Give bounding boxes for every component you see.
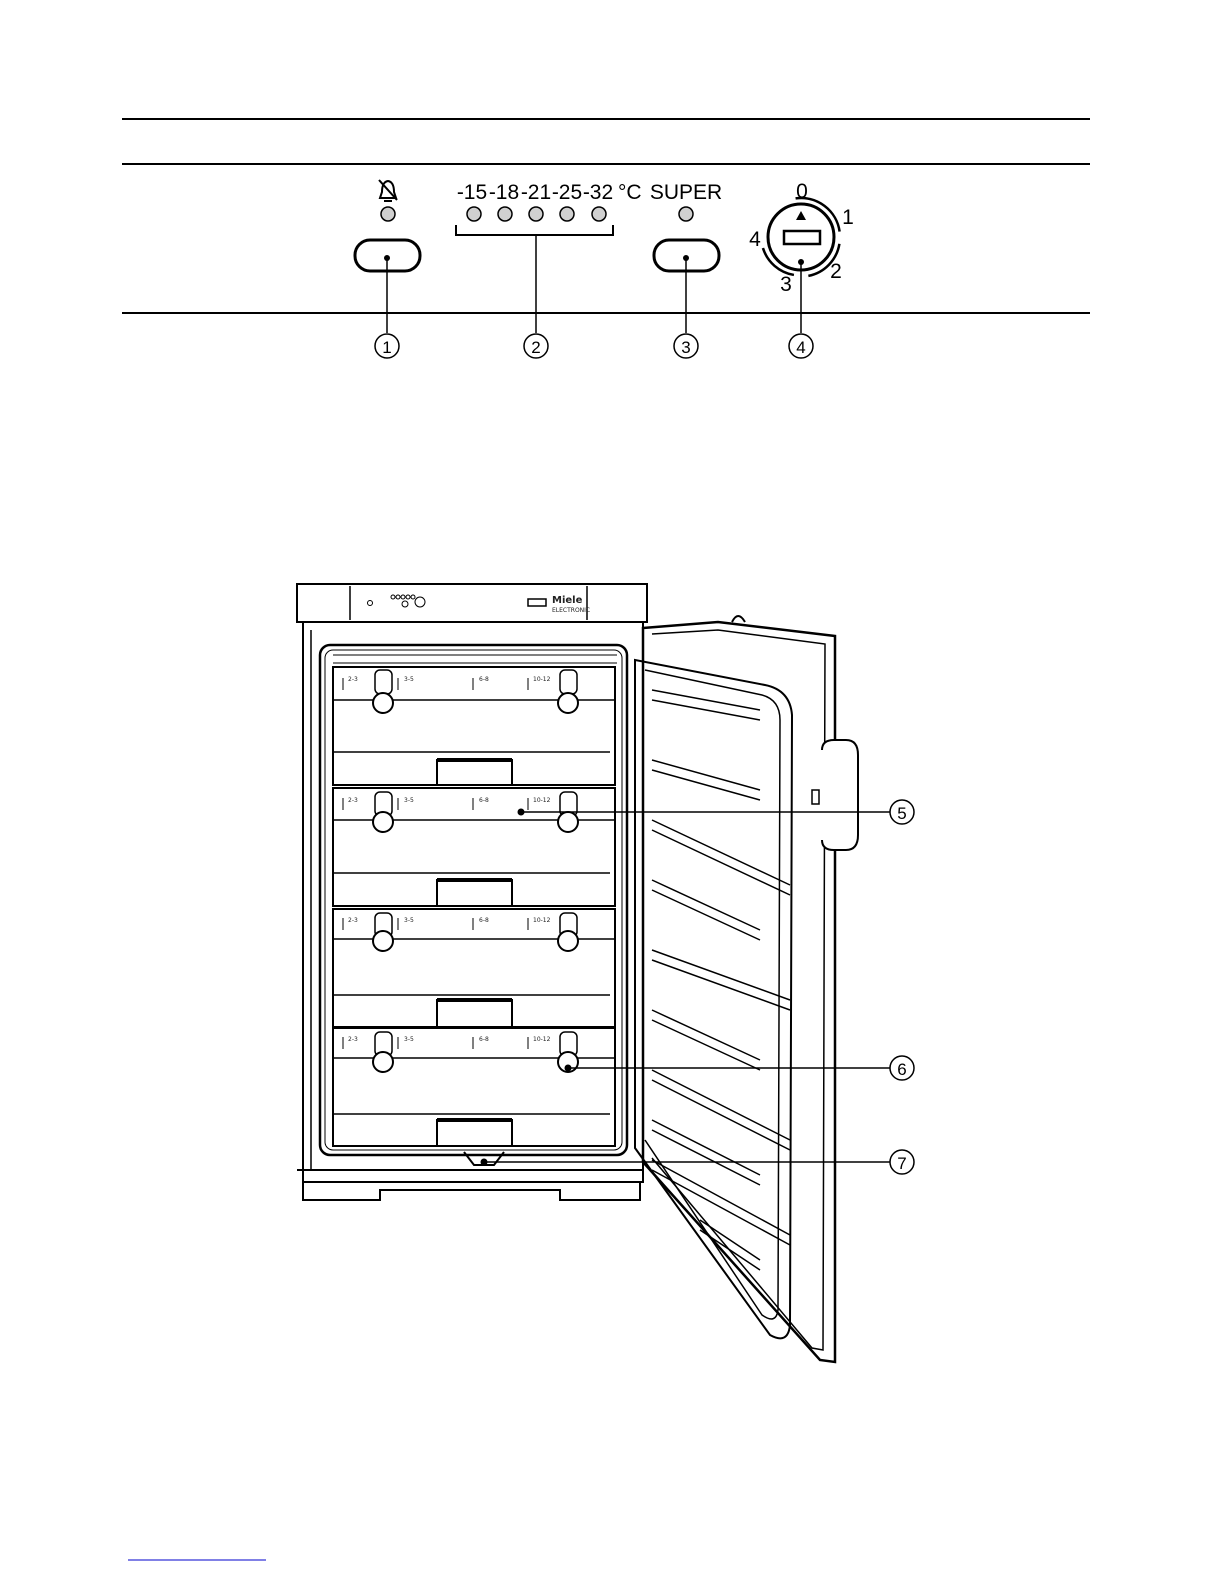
callout-2: 2 — [524, 334, 548, 358]
drawer-1[interactable]: 2-3 3-5 6-8 10-12 — [333, 667, 615, 785]
dial-position-3: 3 — [780, 273, 792, 296]
svg-text:2: 2 — [531, 338, 540, 357]
brand-logo: Miele — [552, 595, 583, 606]
svg-text:3: 3 — [681, 338, 690, 357]
freezer-door[interactable] — [635, 616, 858, 1362]
door-handle[interactable] — [822, 740, 858, 850]
alarm-indicator-led — [381, 207, 395, 221]
callout-7: 7 — [890, 1150, 914, 1174]
temp-label-2: -18 — [489, 181, 519, 204]
svg-text:6-8: 6-8 — [479, 917, 489, 924]
svg-text:7: 7 — [897, 1154, 906, 1173]
brand-sub: ELECTRONIC — [552, 607, 590, 614]
super-indicator-led — [679, 207, 693, 221]
temp-led-5 — [592, 207, 606, 221]
svg-text:2-3: 2-3 — [348, 917, 358, 924]
temp-led-bracket — [456, 225, 613, 235]
svg-text:2-3: 2-3 — [348, 797, 358, 804]
drawer-2[interactable]: 2-3 3-5 6-8 10-12 — [333, 788, 615, 906]
svg-text:10-12: 10-12 — [533, 676, 551, 683]
temp-label-5: -32 — [583, 181, 613, 204]
temp-label-3: -21 — [521, 181, 551, 204]
svg-text:10-12: 10-12 — [533, 917, 551, 924]
alarm-off-bell-icon — [379, 180, 397, 201]
svg-text:6: 6 — [897, 1060, 906, 1079]
svg-text:1: 1 — [382, 338, 391, 357]
cabinet-inner-frame — [320, 645, 627, 1155]
svg-text:2-3: 2-3 — [348, 676, 358, 683]
callout-3: 3 — [674, 334, 698, 358]
svg-text:5: 5 — [897, 804, 906, 823]
svg-text:2-3: 2-3 — [348, 1036, 358, 1043]
temp-label-1: -15 — [457, 181, 487, 204]
svg-text:10-12: 10-12 — [533, 797, 551, 804]
freezer-illustration: Miele ELECTRONIC 2-3 3-5 6-8 10-12 — [297, 584, 890, 1362]
callout-5: 5 — [890, 800, 914, 824]
dial-position-2: 2 — [830, 260, 842, 283]
callout-1: 1 — [375, 334, 399, 358]
drawer-3[interactable]: 2-3 3-5 6-8 10-12 — [333, 909, 615, 1027]
dial-position-1: 1 — [842, 206, 854, 229]
cabinet-outline — [303, 622, 643, 1182]
svg-text:4: 4 — [796, 338, 805, 357]
callout-4: 4 — [789, 334, 813, 358]
control-panel: -15 -18 -21 -25 -32 °C SUPER 0 1 — [122, 119, 1090, 358]
dial-position-4: 4 — [749, 228, 761, 251]
svg-text:10-12: 10-12 — [533, 1036, 551, 1043]
svg-text:3-5: 3-5 — [404, 917, 414, 924]
cabinet-plinth — [303, 1182, 640, 1200]
svg-text:3-5: 3-5 — [404, 1036, 414, 1043]
svg-text:3-5: 3-5 — [404, 676, 414, 683]
temp-led-1 — [467, 207, 481, 221]
dial-position-0: 0 — [796, 180, 808, 203]
super-label: SUPER — [650, 181, 722, 204]
svg-text:6-8: 6-8 — [479, 676, 489, 683]
temp-unit: °C — [618, 181, 642, 204]
callout-6: 6 — [890, 1056, 914, 1080]
drawer-4[interactable]: 2-3 3-5 6-8 10-12 — [333, 1028, 615, 1146]
temp-led-3 — [529, 207, 543, 221]
svg-text:3-5: 3-5 — [404, 797, 414, 804]
temp-label-4: -25 — [552, 181, 582, 204]
temp-led-2 — [498, 207, 512, 221]
svg-text:6-8: 6-8 — [479, 1036, 489, 1043]
svg-text:6-8: 6-8 — [479, 797, 489, 804]
temp-led-4 — [560, 207, 574, 221]
